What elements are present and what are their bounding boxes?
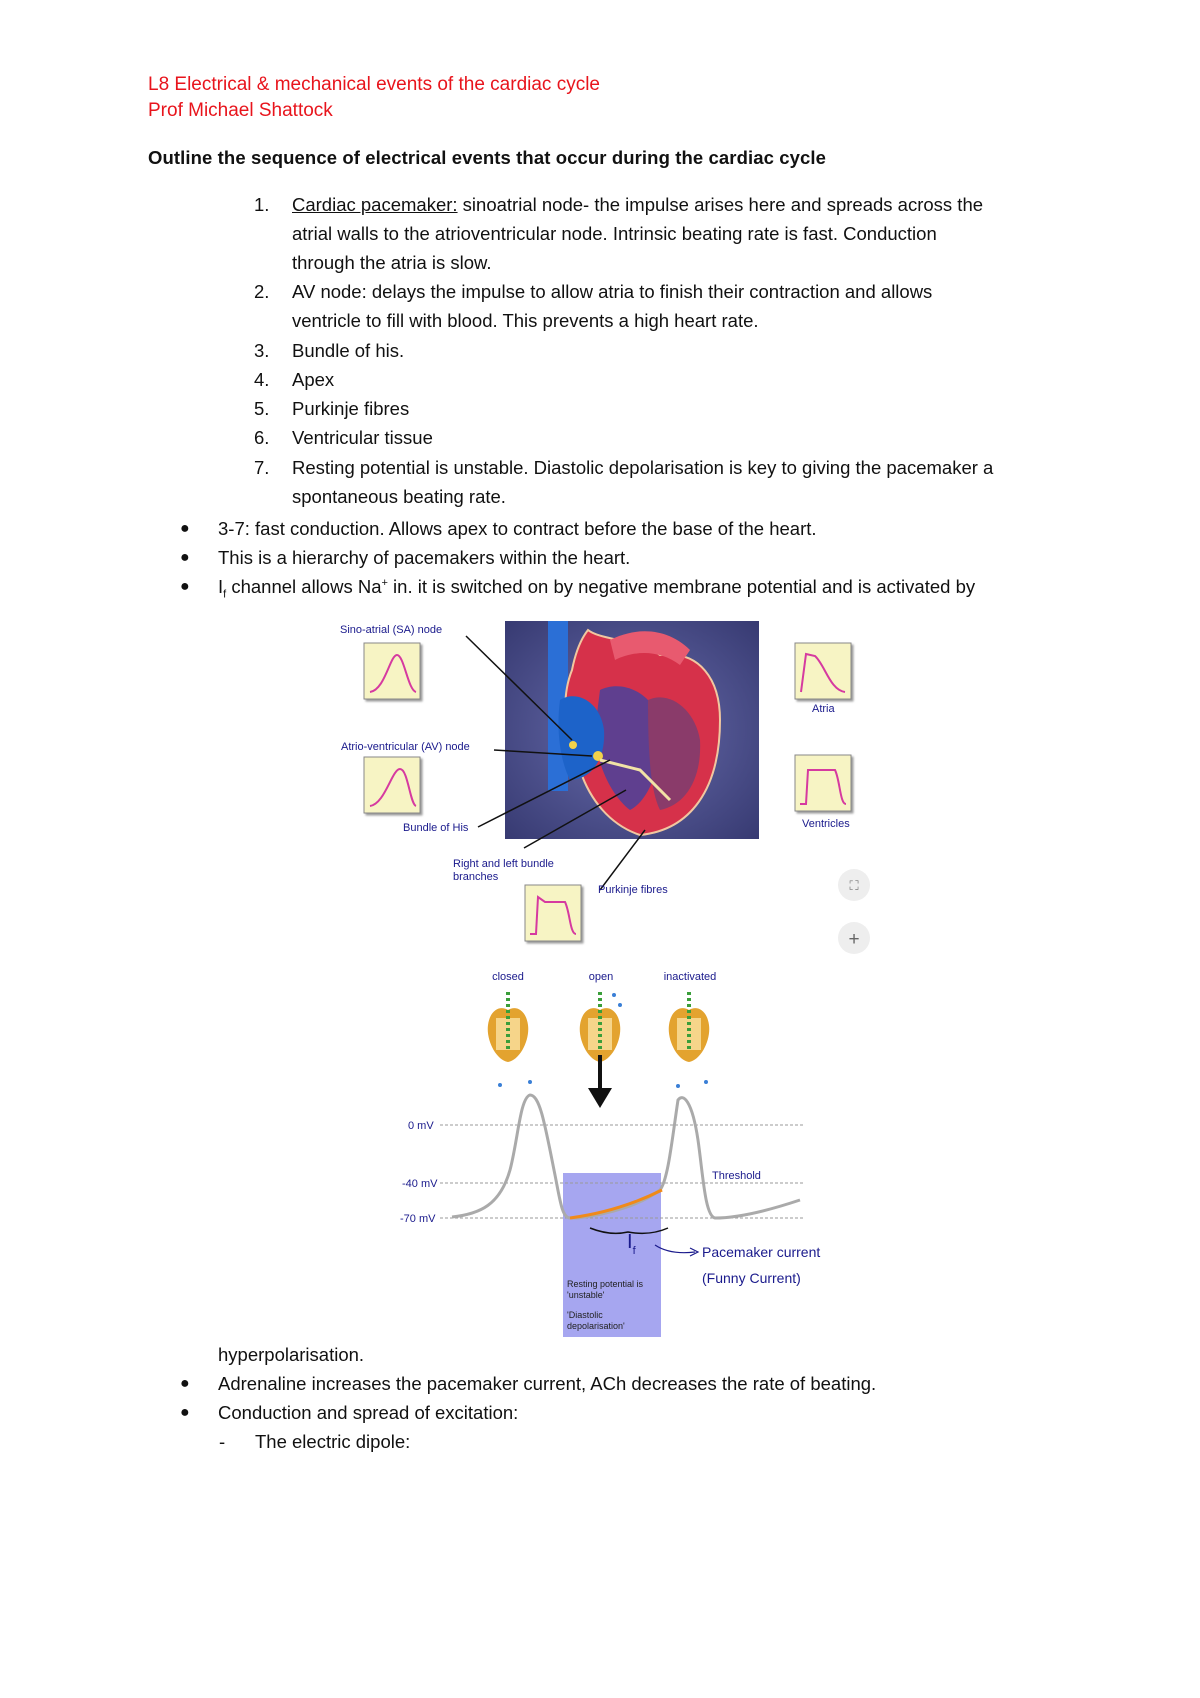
state-label-inactivated: inactivated [664, 971, 717, 983]
bundle-branches-label: Right and left bundle [453, 858, 554, 870]
if-symbol: If [627, 1231, 637, 1257]
fit-view-icon: ⛶ [848, 878, 859, 893]
ion-dots-icon [498, 993, 708, 1088]
funny-current-label: (Funny Current) [702, 1270, 801, 1286]
bullet-icon: ● [180, 1375, 190, 1392]
sa-node-label: Sino-atrial (SA) node [340, 624, 442, 636]
box-text-2: 'unstable' [567, 1290, 605, 1300]
pacemaker-arrowhead-icon [689, 1247, 700, 1257]
sa-pointer-line [465, 635, 573, 741]
list-item-text: sinoatrial node- the impulse arises here… [457, 194, 984, 215]
av-node-waveform [363, 756, 421, 814]
atria-waveform [794, 642, 852, 700]
bullet-icon: ● [180, 520, 190, 537]
av-node-label: Atrio-ventricular (AV) node [341, 741, 470, 753]
funny-current-segment [569, 1188, 663, 1220]
box-text-1: Resting potential is [567, 1279, 644, 1289]
channel-inactivated-icon [668, 992, 710, 1062]
channel-open-icon [579, 992, 621, 1062]
bullet-icon: ● [180, 1404, 190, 1421]
av-pointer-line [493, 749, 593, 757]
if-brace [589, 1227, 669, 1235]
state-label-closed: closed [492, 971, 524, 983]
purkinje-pointer-line [599, 829, 646, 891]
dash-marker: - [219, 1431, 226, 1452]
list-item-lead: Cardiac pacemaker: [292, 194, 458, 215]
zoom-in-icon: + [848, 929, 859, 950]
bundle-branches-label-2: branches [453, 871, 499, 883]
pacemaker-current-label: Pacemaker current [702, 1244, 820, 1260]
box-text-4: depolarisation' [567, 1321, 625, 1331]
state-label-open: open [589, 971, 613, 983]
section-heading: Outline the sequence of electrical event… [148, 147, 827, 168]
threshold-label: Threshold [712, 1170, 761, 1182]
pacemaker-arrow [654, 1244, 696, 1254]
channel-closed-icon [487, 992, 529, 1062]
fit-view-button[interactable]: ⛶ [838, 869, 870, 901]
bullet-icon: ● [180, 549, 190, 566]
zoom-in-button[interactable]: + [838, 922, 870, 954]
ventricles-label: Ventricles [802, 818, 850, 830]
branches-pointer-line [523, 789, 627, 849]
action-potential-trace [451, 1093, 801, 1220]
box-text-3: 'Diastolic [567, 1310, 603, 1320]
bundle-of-his-label: Bundle of His [403, 822, 469, 834]
list-number: 1. [254, 194, 270, 215]
sa-node-waveform [363, 642, 421, 700]
atria-label: Atria [812, 703, 836, 715]
purkinje-label: Purkinje fibres [598, 884, 668, 896]
lecture-author: Prof Michael Shattock [148, 100, 333, 121]
ventricles-waveform [794, 754, 852, 812]
his-pointer-line [477, 759, 611, 828]
ion-flow-arrow-icon [588, 1055, 612, 1108]
voltage-label-70: -70 mV [400, 1213, 436, 1225]
purkinje-waveform [524, 884, 582, 942]
voltage-label-0: 0 mV [408, 1120, 434, 1132]
bullet-icon: ● [180, 578, 190, 595]
lecture-title: L8 Electrical & mechanical events of the… [148, 74, 600, 95]
voltage-label-40: -40 mV [402, 1178, 438, 1190]
heart-icon [548, 621, 722, 837]
